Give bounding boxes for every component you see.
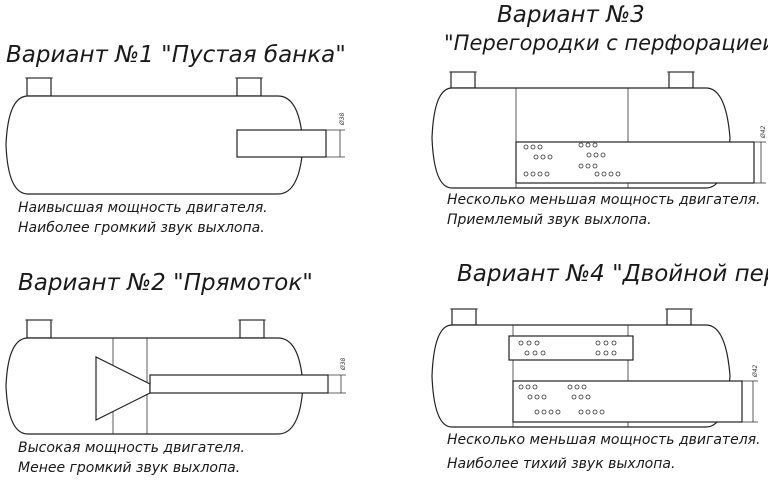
perforation-hole <box>548 409 554 415</box>
perforation-hole <box>541 409 547 415</box>
variant-4-line1: Несколько меньшая мощность двигателя. <box>447 432 761 448</box>
perforation-hole <box>615 171 621 177</box>
variant-4-title: Вариант №4 "Двойной перепок" <box>457 261 768 287</box>
variant-3-perforated-pipe <box>515 141 755 184</box>
perforation-hole <box>601 171 607 177</box>
perforation-hole <box>534 394 540 400</box>
perforation-hole <box>571 394 577 400</box>
variant-1-left-nozzle <box>26 77 52 97</box>
perforation-hole <box>532 350 538 356</box>
perforation-hole <box>611 340 617 346</box>
perforation-hole <box>603 340 609 346</box>
perforation-hole <box>530 171 536 177</box>
variant-3-muffler-drawing: Ø42 <box>431 71 767 189</box>
variant-1-muffler-drawing: Ø38 <box>5 77 346 195</box>
perforation-hole <box>518 384 524 390</box>
variant-2: Вариант №2 "Прямоток" Ø38 Высокая мощнос… <box>5 270 347 476</box>
perforation-hole <box>611 350 617 356</box>
variant-4-muffler-drawing: Ø42 <box>431 308 759 428</box>
variant-1-dimension: Ø38 <box>339 112 346 126</box>
perforation-hole <box>534 340 540 346</box>
perforation-hole <box>595 350 601 356</box>
perforation-hole <box>593 152 599 158</box>
variant-3-line1: Несколько меньшая мощность двигателя. <box>447 192 761 208</box>
perforation-hole <box>523 144 529 150</box>
perforation-hole <box>581 384 587 390</box>
perforation-hole <box>533 154 539 160</box>
perforation-hole <box>586 152 592 158</box>
perforation-hole <box>537 144 543 150</box>
variant-2-muffler-drawing: Ø38 <box>5 319 347 435</box>
variant-3: Вариант №3 "Перегородки с перфорацией" Ø… <box>431 2 768 228</box>
variant-2-title: Вариант №2 "Прямоток" <box>18 270 313 296</box>
perforation-hole <box>585 409 591 415</box>
perforation-hole <box>599 409 605 415</box>
perforation-hole <box>567 384 573 390</box>
variant-4-upper-tube <box>508 335 634 361</box>
perforation-hole <box>578 142 584 148</box>
perforation-hole <box>534 409 540 415</box>
variant-1-outlet-pipe <box>236 129 327 158</box>
variant-3-subtitle: "Перегородки с перфорацией" <box>444 31 768 55</box>
variant-1: Вариант №1 "Пустая банка" Ø38 Наивысшая … <box>5 42 346 236</box>
variant-3-line2: Приемлемый звук выхлопа. <box>447 212 652 228</box>
perforation-hole <box>600 152 606 158</box>
variant-3-title: Вариант №3 <box>497 2 645 28</box>
perforation-hole <box>518 340 524 346</box>
variant-1-title: Вариант №1 "Пустая банка" <box>6 42 346 68</box>
variant-4-left-nozzle <box>451 308 477 326</box>
perforation-hole <box>526 340 532 346</box>
variant-4: Вариант №4 "Двойной перепок" Ø42 Несколь… <box>431 261 768 472</box>
perforation-hole <box>541 394 547 400</box>
perforation-hole <box>592 409 598 415</box>
perforation-hole <box>592 163 598 169</box>
perforation-hole <box>594 171 600 177</box>
perforation-hole <box>524 350 530 356</box>
perforation-hole <box>578 394 584 400</box>
perforation-hole <box>578 163 584 169</box>
perforation-hole <box>544 171 550 177</box>
variant-4-outlet-pipe <box>512 380 743 423</box>
variant-1-right-nozzle <box>236 77 262 97</box>
variant-1-line1: Наивысшая мощность двигателя. <box>18 200 268 216</box>
perforation-hole <box>532 384 538 390</box>
variant-1-body <box>5 95 304 195</box>
perforation-hole <box>578 409 584 415</box>
variant-4-dimension: Ø42 <box>752 364 759 378</box>
perforation-hole <box>603 350 609 356</box>
perforation-hole <box>555 409 561 415</box>
perforation-hole <box>585 142 591 148</box>
variant-2-dimension: Ø38 <box>340 357 347 371</box>
perforation-hole <box>525 384 531 390</box>
variant-4-line2: Наиболее тихий звук выхлопа. <box>447 456 675 472</box>
variant-3-dimension: Ø42 <box>760 125 767 139</box>
variant-4-perforation-holes <box>518 340 617 415</box>
perforation-hole <box>585 394 591 400</box>
variant-2-right-nozzle <box>239 319 265 339</box>
perforation-hole <box>574 384 580 390</box>
perforation-hole <box>585 163 591 169</box>
perforation-hole <box>595 340 601 346</box>
perforation-hole <box>540 350 546 356</box>
perforation-hole <box>530 144 536 150</box>
perforation-hole <box>537 171 543 177</box>
variant-2-line1: Высокая мощность двигателя. <box>18 440 245 456</box>
variant-4-right-nozzle <box>666 308 692 326</box>
variant-2-left-nozzle <box>26 319 52 339</box>
variant-3-left-nozzle <box>450 71 476 89</box>
perforation-hole <box>523 171 529 177</box>
variant-2-line2: Менее громкий звук выхлопа. <box>18 460 240 476</box>
variant-2-straight-pipe <box>149 374 329 394</box>
perforation-hole <box>527 394 533 400</box>
variant-1-line2: Наиболее громкий звук выхлопа. <box>18 220 265 236</box>
perforation-hole <box>540 154 546 160</box>
variant-3-right-nozzle <box>668 71 694 89</box>
perforation-hole <box>592 142 598 148</box>
variant-3-perforation-holes <box>523 142 621 177</box>
perforation-hole <box>547 154 553 160</box>
perforation-hole <box>608 171 614 177</box>
